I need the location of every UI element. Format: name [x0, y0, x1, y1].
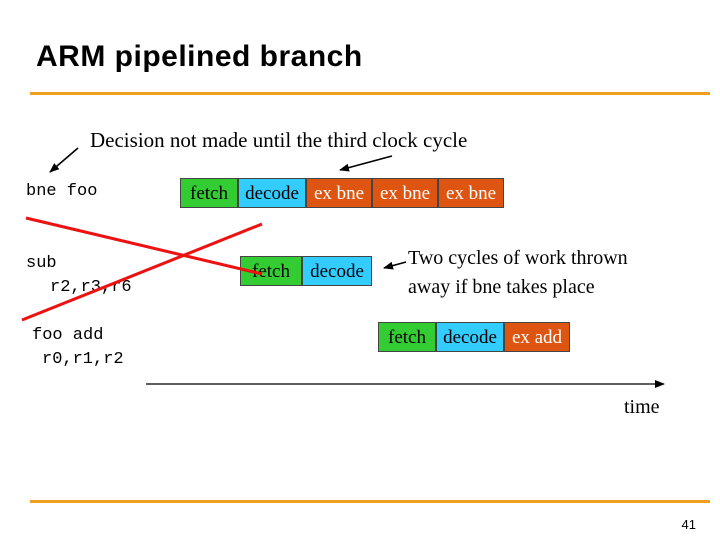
page-number: 41 — [681, 517, 696, 532]
instruction-bne: bne foo — [26, 182, 98, 201]
row1-ex-stage-2: ex bne — [372, 178, 438, 208]
row1-ex-stage-1: ex bne — [306, 178, 372, 208]
row3-fetch-stage: fetch — [378, 322, 436, 352]
instruction-sub-opcode: sub — [26, 254, 57, 273]
decision-arrow-right — [339, 155, 393, 172]
decision-note: Decision not made until the third clock … — [90, 128, 468, 152]
time-axis-label: time — [624, 396, 660, 418]
decision-arrow-left — [49, 147, 79, 173]
instruction-add-operands: r0,r1,r2 — [42, 350, 124, 369]
footer-divider — [30, 500, 710, 503]
row3-decode-stage: decode — [436, 322, 504, 352]
title-divider — [30, 92, 710, 95]
thrown-away-note: Two cycles of work thrown away if bne ta… — [408, 244, 628, 302]
slide-title: ARM pipelined branch — [36, 40, 363, 73]
thrown-away-arrow — [383, 261, 407, 270]
instruction-add-opcode: foo add — [32, 326, 104, 345]
thrown-away-note-line2: away if bne takes place — [408, 276, 595, 298]
cross-line-1 — [25, 216, 263, 276]
cross-line-2 — [21, 222, 263, 322]
row2-decode-stage: decode — [302, 256, 372, 286]
row1-ex-stage-3: ex bne — [438, 178, 504, 208]
instruction-add: foo add r0,r1,r2 — [32, 324, 124, 372]
row1-fetch-stage: fetch — [180, 178, 238, 208]
row1-decode-stage: decode — [238, 178, 306, 208]
thrown-away-note-line1: Two cycles of work thrown — [408, 247, 628, 269]
row3-ex-stage: ex add — [504, 322, 570, 352]
